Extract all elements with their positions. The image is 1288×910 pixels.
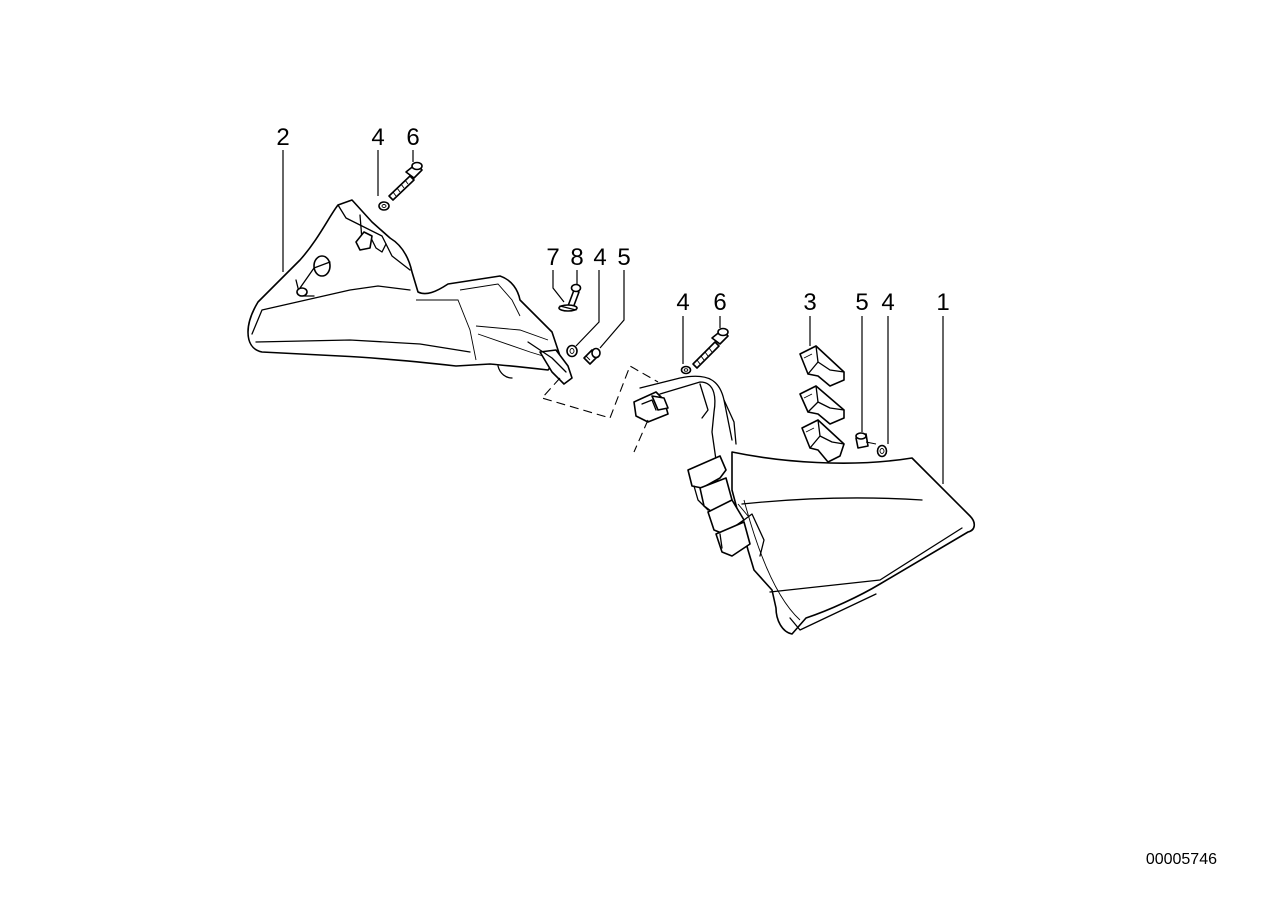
bolt-top xyxy=(388,161,423,201)
screw-right-5 xyxy=(855,432,877,449)
dashed-connection-frame xyxy=(541,365,659,453)
callout-8: 8 xyxy=(570,244,583,271)
callout-5: 5 xyxy=(617,244,630,271)
washer-mid-4 xyxy=(566,344,578,358)
left-cowl-panel xyxy=(247,199,573,385)
callout-4: 4 xyxy=(371,124,384,151)
clip-3c xyxy=(801,419,845,463)
screw-mid-5 xyxy=(583,347,601,365)
clip-3b xyxy=(799,385,845,425)
callout-6: 6 xyxy=(713,289,726,316)
leader-lines xyxy=(282,150,944,484)
bolt-right xyxy=(692,327,729,369)
washer-top xyxy=(378,201,390,211)
callout-5: 5 xyxy=(855,289,868,316)
clip-3a xyxy=(799,345,845,387)
callout-7: 7 xyxy=(546,244,559,271)
callout-2: 2 xyxy=(276,124,289,151)
callouts: 2 4 6 7 8 4 5 4 6 3 5 4 1 xyxy=(276,124,949,316)
callout-3: 3 xyxy=(803,289,816,316)
diagram-reference-number: 00005746 xyxy=(1146,851,1217,868)
right-cowl-panel xyxy=(633,375,976,635)
callout-4: 4 xyxy=(881,289,894,316)
callout-6: 6 xyxy=(406,124,419,151)
washer-right xyxy=(680,365,692,375)
clip-mid-7 xyxy=(558,304,578,312)
washer-right-4 xyxy=(876,444,888,458)
callout-1: 1 xyxy=(936,289,949,316)
callout-4: 4 xyxy=(593,244,606,271)
callout-4: 4 xyxy=(676,289,689,316)
